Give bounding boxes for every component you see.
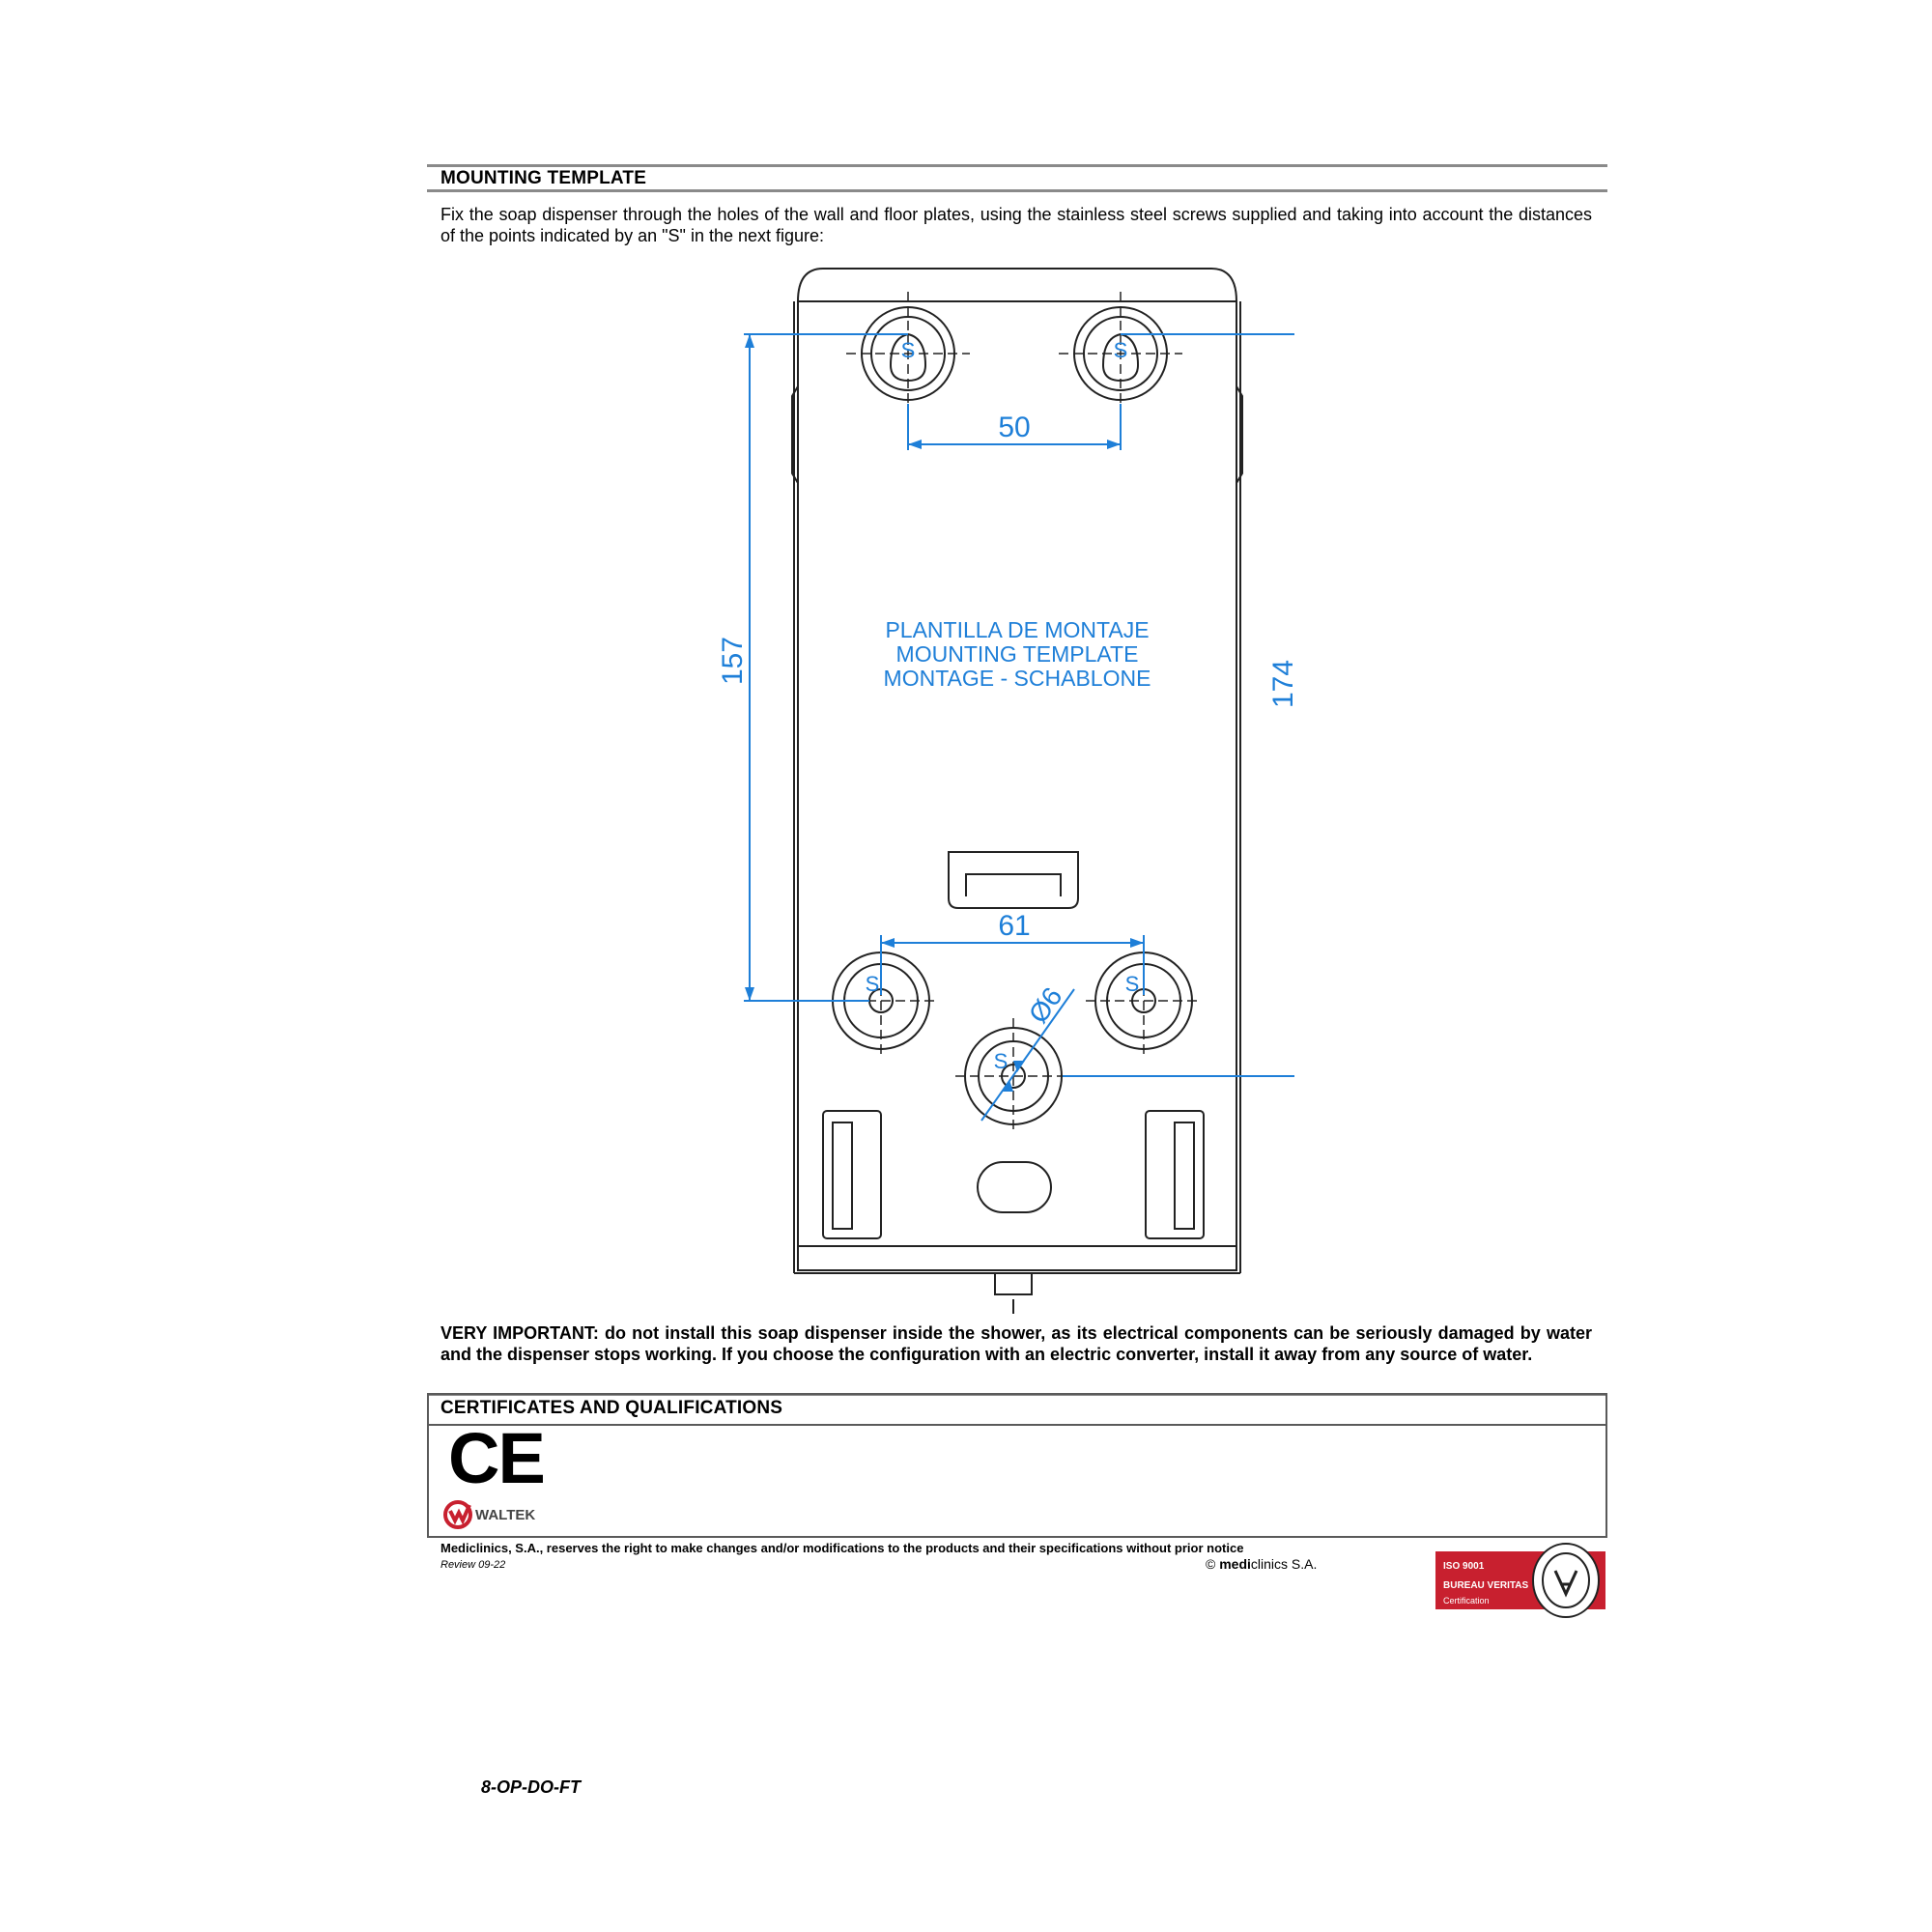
- template-label-de: MONTAGE - SCHABLONE: [884, 666, 1151, 691]
- bv-cert: Certification: [1443, 1596, 1490, 1605]
- dim-right-label: 174: [1267, 660, 1294, 708]
- point-s-1: S: [901, 338, 916, 362]
- copyright-symbol: ©: [1206, 1556, 1216, 1572]
- warning-paragraph: VERY IMPORTANT: do not install this soap…: [440, 1323, 1592, 1364]
- title-rule: [427, 189, 1607, 192]
- copyright: © mediclinics S.A.: [1206, 1556, 1317, 1572]
- dispenser-body-outline: [797, 300, 1237, 1271]
- dispenser-top-edge: [797, 268, 1237, 302]
- section-title-mounting: MOUNTING TEMPLATE: [440, 168, 647, 188]
- dim-left-label: 157: [717, 637, 749, 685]
- template-label-en: MOUNTING TEMPLATE: [896, 641, 1139, 667]
- point-s-5: S: [994, 1049, 1009, 1073]
- intro-paragraph: Fix the soap dispenser through the holes…: [440, 205, 1592, 245]
- point-s-4: S: [1125, 972, 1140, 996]
- bv-name: BUREAU VERITAS: [1443, 1580, 1529, 1591]
- bureau-veritas-seal-icon: [1532, 1543, 1600, 1618]
- certificates-box: [427, 1393, 1607, 1538]
- dim-top-label: 50: [998, 412, 1030, 443]
- template-label-es: PLANTILLA DE MONTAJE: [885, 617, 1149, 642]
- dim-bottom-label: 61: [998, 910, 1030, 942]
- footer-notice: Mediclinics, S.A., reserves the right to…: [440, 1541, 1244, 1555]
- waltek-logo-icon: [443, 1500, 472, 1529]
- document-code: 8-OP-DO-FT: [481, 1777, 581, 1797]
- review-date: Review 09-22: [440, 1559, 506, 1571]
- point-s-2: S: [1114, 338, 1128, 362]
- waltek-logo-text: WALTEK: [475, 1507, 536, 1523]
- top-rule: [427, 164, 1607, 167]
- cert-header-line: [429, 1424, 1605, 1426]
- copyright-brand-rest: clinics S.A.: [1250, 1556, 1318, 1572]
- mounting-template-drawing: 50 61 157 174 Ø6 S S S S S PLANTILLA DE …: [717, 268, 1294, 1314]
- point-s-3: S: [866, 972, 880, 996]
- section-title-certificates: CERTIFICATES AND QUALIFICATIONS: [440, 1398, 783, 1418]
- dim-diameter-label: Ø6: [1023, 981, 1068, 1028]
- ce-mark: CE: [448, 1418, 546, 1498]
- copyright-brand-bold: medi: [1219, 1556, 1251, 1572]
- bv-iso: ISO 9001: [1443, 1561, 1485, 1572]
